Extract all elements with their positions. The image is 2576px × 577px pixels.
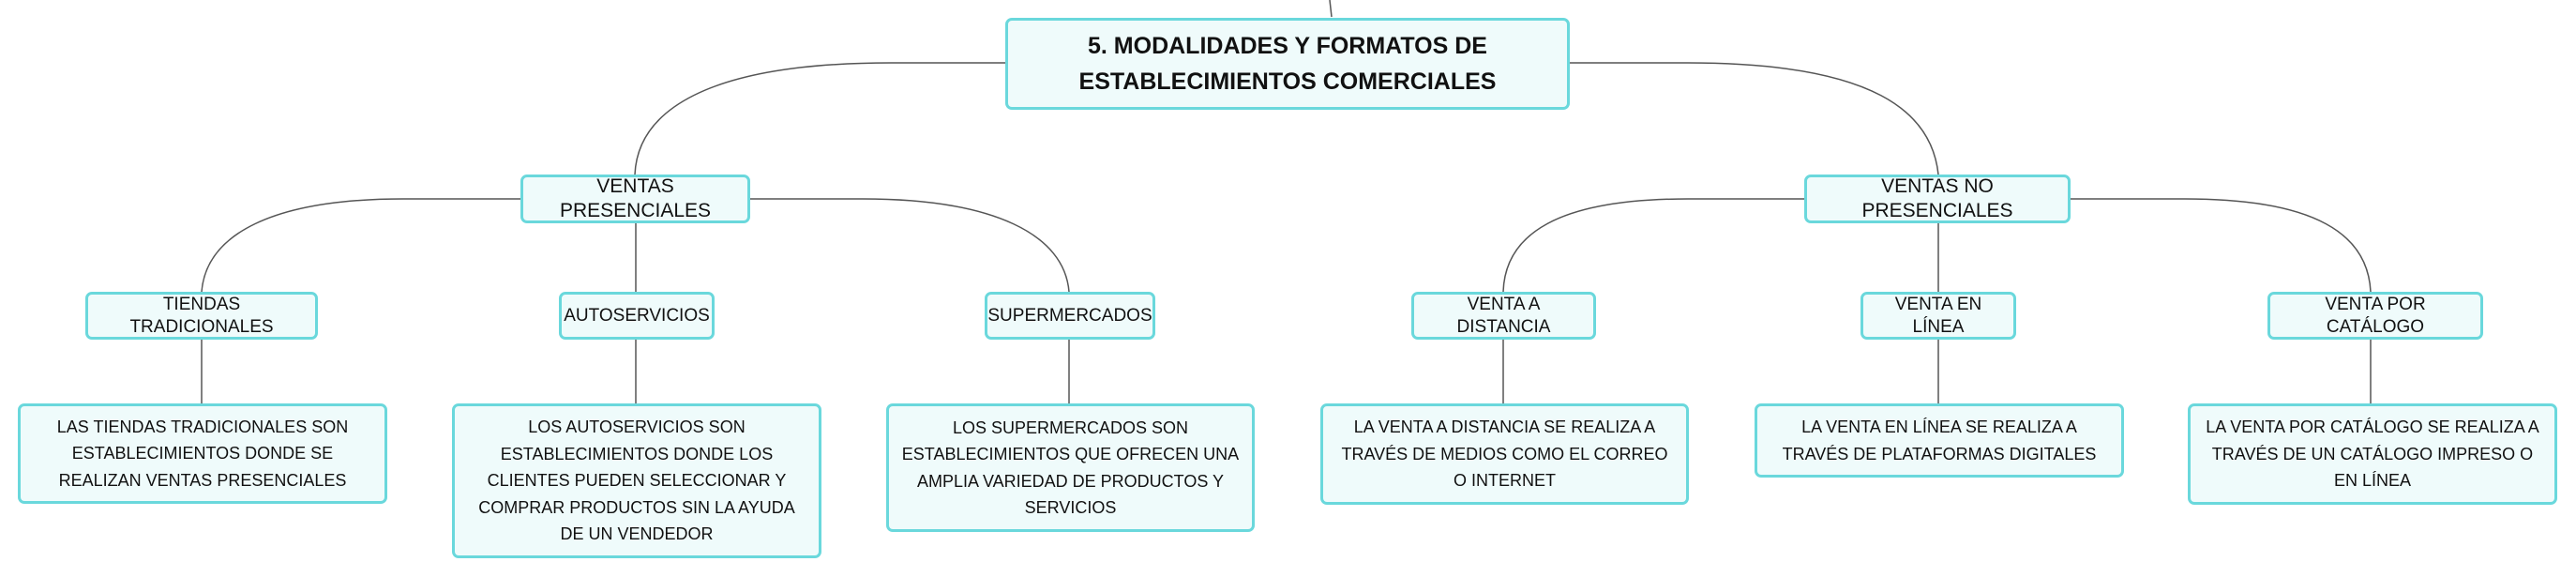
description-autoservicios: LOS AUTOSERVICIOS SON ESTABLECIMIENTOS D…: [452, 403, 821, 558]
branch-label: VENTAS NO PRESENCIALES: [1861, 175, 2013, 221]
branch-ventas-no-presenciales[interactable]: VENTAS NO PRESENCIALES: [1804, 175, 2071, 223]
topic-venta-en-linea[interactable]: VENTA EN LÍNEA: [1860, 292, 2016, 340]
description-text: LOS AUTOSERVICIOS SON ESTABLECIMIENTOS D…: [478, 418, 795, 544]
connector-nopresenciales-to-distancia: [1502, 198, 1804, 293]
branch-ventas-presenciales[interactable]: VENTAS PRESENCIALES: [520, 175, 750, 223]
topic-label: VENTA EN LÍNEA: [1894, 294, 1982, 337]
topic-tiendas-tradicionales[interactable]: TIENDAS TRADICIONALES: [85, 292, 318, 340]
connector-presenciales-to-tiendas: [201, 198, 520, 293]
root-title: 5. MODALIDADES Y FORMATOS DE ESTABLECIMI…: [1078, 33, 1497, 95]
description-tiendas-tradicionales: LAS TIENDAS TRADICIONALES SON ESTABLECIM…: [18, 403, 387, 504]
topic-label: AUTOSERVICIOS: [564, 305, 710, 326]
description-venta-por-catalogo: LA VENTA POR CATÁLOGO SE REALIZA A TRAVÉ…: [2188, 403, 2557, 505]
description-venta-en-linea: LA VENTA EN LÍNEA SE REALIZA A TRAVÉS DE…: [1755, 403, 2124, 478]
description-text: LA VENTA POR CATÁLOGO SE REALIZA A TRAVÉ…: [2206, 418, 2539, 491]
topic-label: VENTA A DISTANCIA: [1456, 294, 1551, 337]
connector-presenciales-to-supermercados: [750, 198, 1070, 293]
description-venta-a-distancia: LA VENTA A DISTANCIA SE REALIZA A TRAVÉS…: [1320, 403, 1689, 505]
description-text: LAS TIENDAS TRADICIONALES SON ESTABLECIM…: [56, 417, 349, 490]
description-supermercados: LOS SUPERMERCADOS SON ESTABLECIMIENTOS Q…: [886, 403, 1255, 532]
topic-label: VENTA POR CATÁLOGO: [2325, 294, 2426, 337]
topic-autoservicios[interactable]: AUTOSERVICIOS: [559, 292, 715, 340]
connector-root-to-no-presenciales: [1570, 62, 1939, 175]
topic-label: SUPERMERCADOS: [987, 305, 1152, 326]
description-text: LA VENTA EN LÍNEA SE REALIZA A TRAVÉS DE…: [1782, 418, 2097, 463]
root-node[interactable]: 5. MODALIDADES Y FORMATOS DE ESTABLECIMI…: [1005, 18, 1570, 110]
description-text: LA VENTA A DISTANCIA SE REALIZA A TRAVÉS…: [1341, 418, 1668, 491]
description-text: LOS SUPERMERCADOS SON ESTABLECIMIENTOS Q…: [901, 418, 1240, 518]
topic-venta-por-catalogo[interactable]: VENTA POR CATÁLOGO: [2267, 292, 2483, 340]
connector-root-incoming: [1329, 0, 1333, 18]
topic-label: TIENDAS TRADICIONALES: [129, 294, 274, 337]
topic-supermercados[interactable]: SUPERMERCADOS: [985, 292, 1155, 340]
connector-root-to-presenciales: [634, 62, 1005, 175]
branch-label: VENTAS PRESENCIALES: [559, 175, 712, 221]
connector-nopresenciales-to-catalogo: [2071, 198, 2372, 293]
topic-venta-a-distancia[interactable]: VENTA A DISTANCIA: [1411, 292, 1596, 340]
